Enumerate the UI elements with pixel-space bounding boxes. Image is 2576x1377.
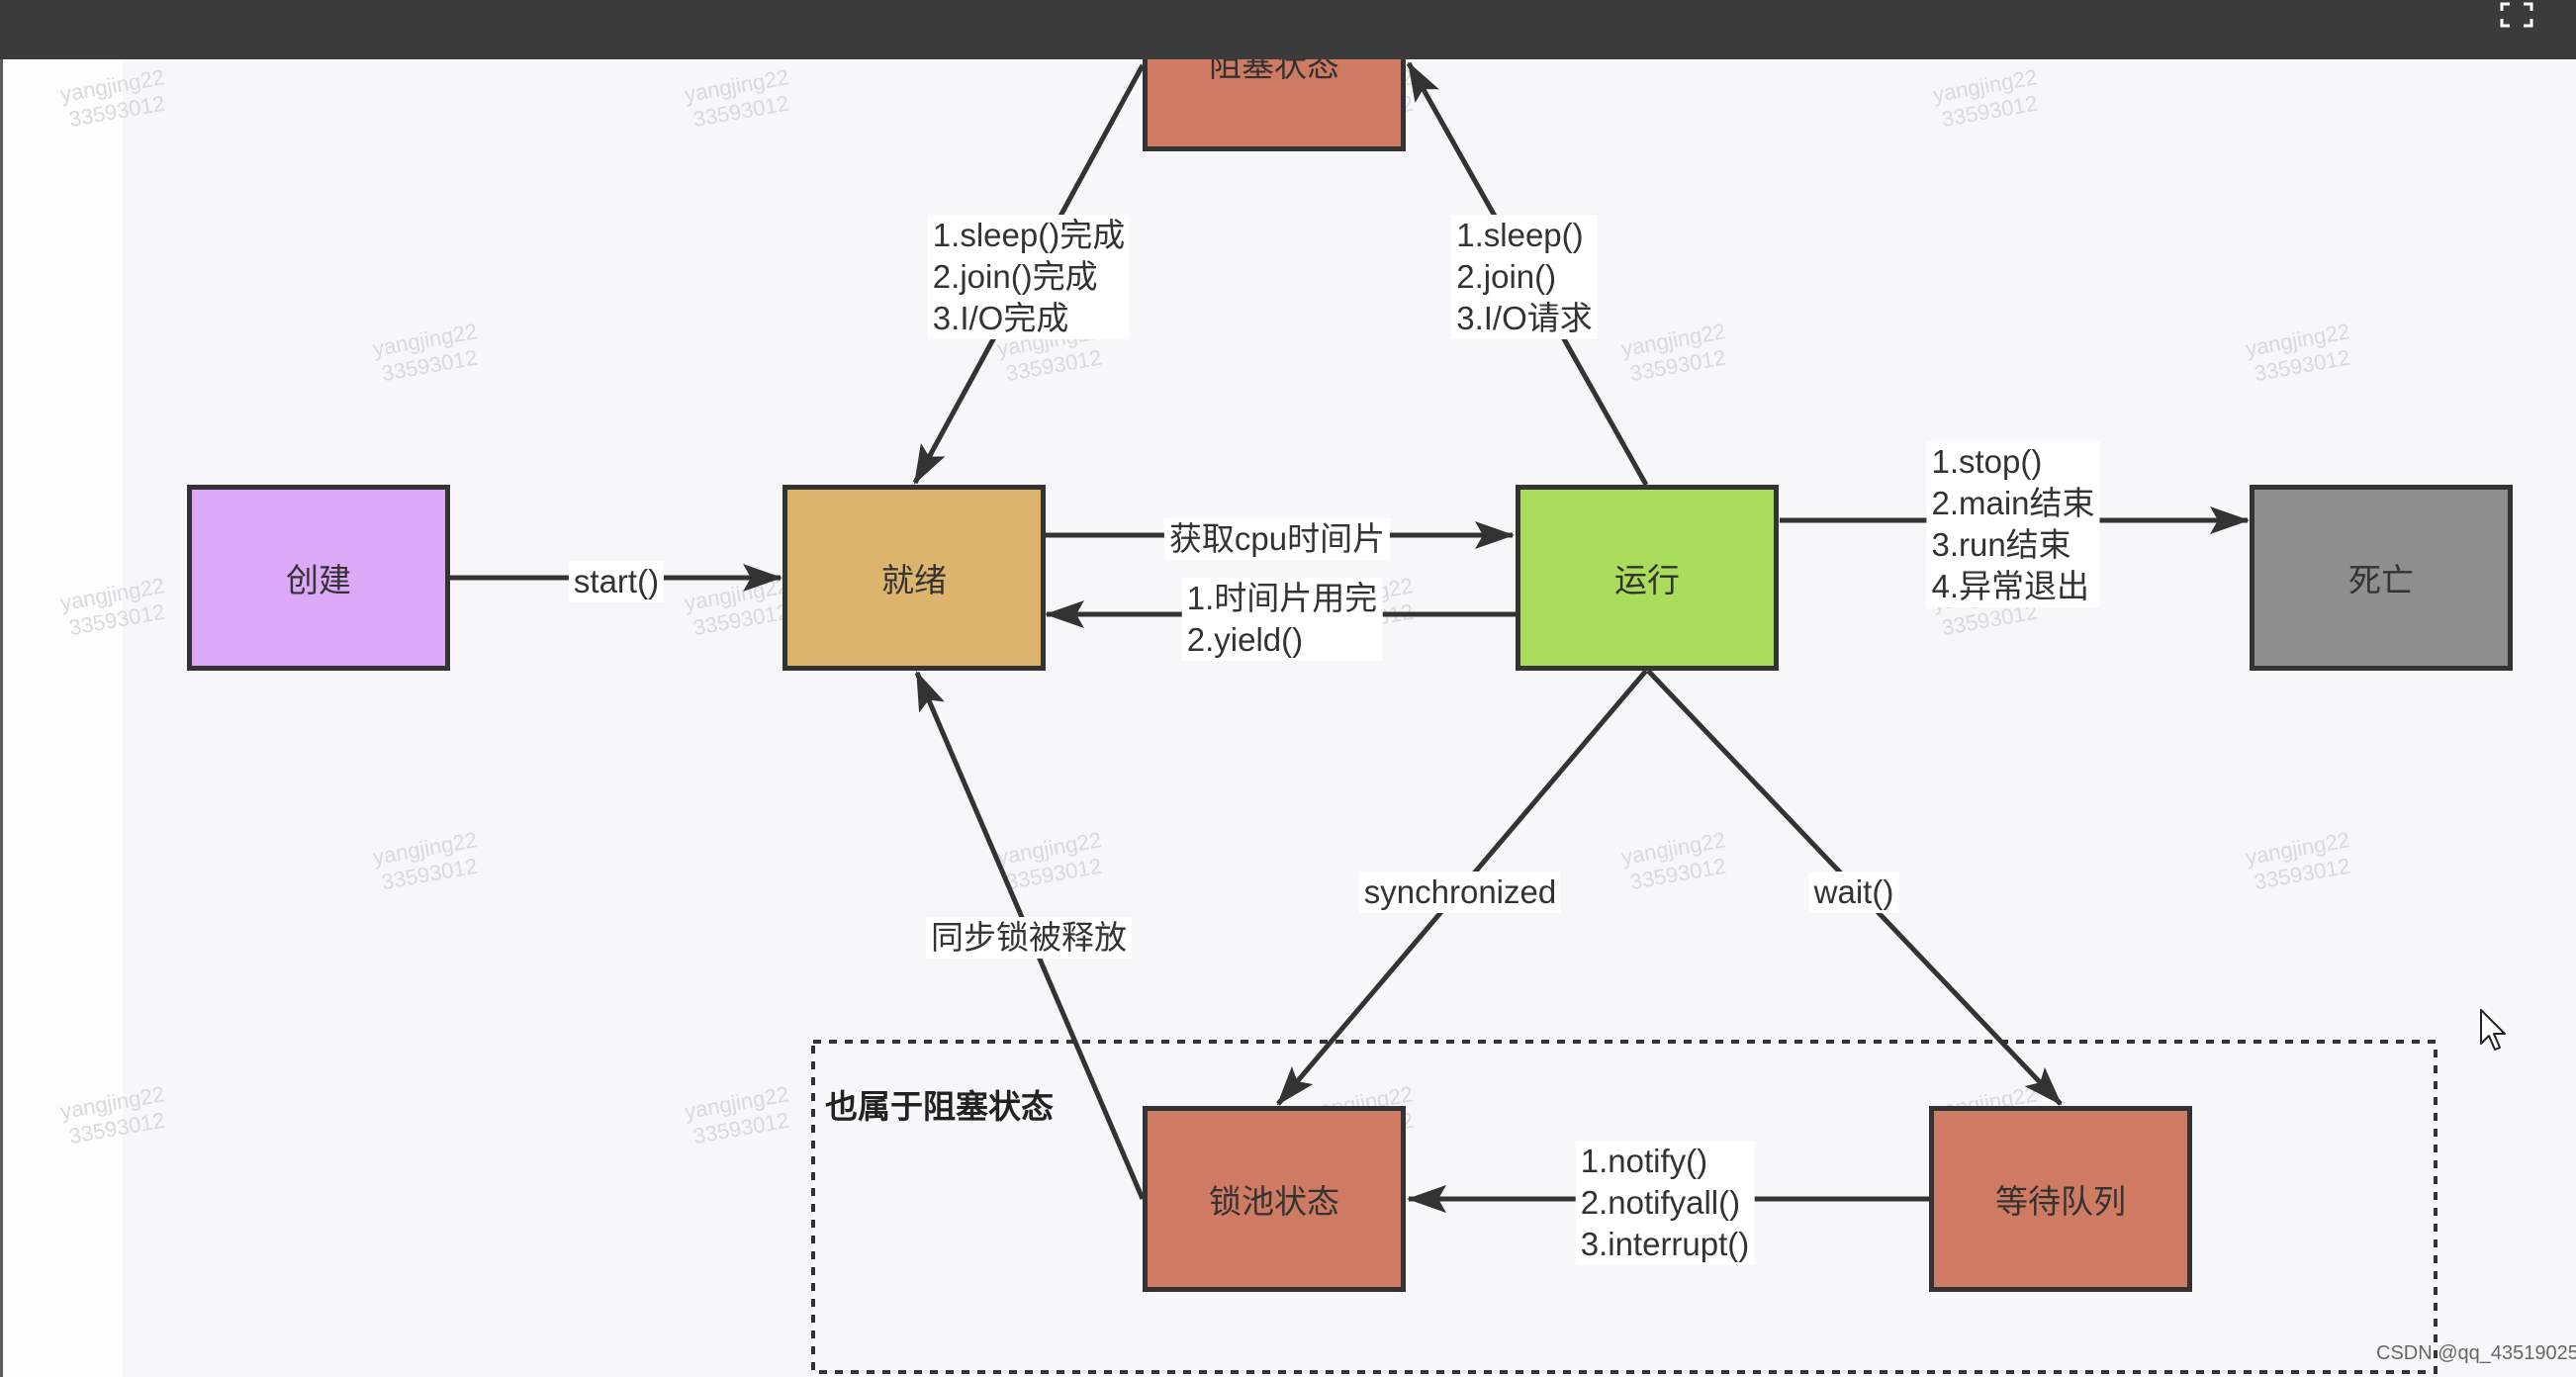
edge-label-line: 1.stop()	[1931, 443, 2043, 480]
left-panel	[0, 0, 123, 1377]
edge-label-blocked-to-ready: 1.sleep()完成 2.join()完成 3.I/O完成	[927, 215, 1131, 339]
edge-label-line: 2.yield()	[1186, 621, 1304, 658]
edge-label-running-to-blocked: 1.sleep() 2.join() 3.I/O请求	[1451, 215, 1598, 339]
edge-label-running-to-dead: 1.stop() 2.main结束 3.run结束 4.异常退出	[1926, 441, 2100, 607]
left-edge	[0, 0, 3, 1377]
csdn-credit: CSDN @qq_43519025	[2376, 1342, 2576, 1364]
edge-label-line: 3.I/O完成	[932, 300, 1069, 336]
state-node-created: 创建	[187, 485, 450, 671]
state-node-lock-pool: 锁池状态	[1143, 1106, 1406, 1292]
edge-label-ready-to-running: 获取cpu时间片	[1163, 518, 1391, 560]
edge-label-wait-queue-to-lock-pool: 1.notify() 2.notifyall() 3.interrupt()	[1575, 1141, 1755, 1265]
edge-label-line: 2.main结束	[1931, 485, 2095, 521]
edge-label-line: 3.interrupt()	[1580, 1226, 1750, 1262]
edge-label-line: 2.notifyall()	[1580, 1184, 1741, 1221]
fullscreen-icon[interactable]	[2500, 2, 2533, 28]
cursor-icon	[2479, 1008, 2507, 1052]
edge-label-start: start()	[568, 561, 665, 602]
edge-label-line: 3.I/O请求	[1456, 300, 1593, 336]
node-label: 就绪	[881, 562, 947, 598]
edge-label-line: 2.join()	[1456, 258, 1557, 295]
video-control-bar	[0, 0, 2576, 59]
edge-label-line: 获取cpu时间片	[1168, 520, 1386, 557]
node-label: 创建	[286, 562, 351, 598]
edge-label-line: 4.异常退出	[1931, 568, 2089, 604]
edge-label-lock-pool-to-ready: 同步锁被释放	[926, 917, 1132, 959]
edge-label-line: 1.时间片用完	[1186, 580, 1378, 616]
edge-label-running-to-ready: 1.时间片用完 2.yield()	[1181, 578, 1383, 661]
blocking-group-label: 也属于阻塞状态	[825, 1088, 1054, 1125]
edge-label-line: 同步锁被释放	[931, 919, 1127, 956]
state-node-running: 运行	[1516, 485, 1779, 671]
blocking-group-border	[811, 1040, 2438, 1374]
edge-label-line: wait()	[1813, 873, 1894, 910]
state-node-wait-queue: 等待队列	[1929, 1106, 2192, 1292]
edge-label-line: 3.run结束	[1931, 526, 2071, 563]
node-label: 死亡	[2348, 562, 2414, 598]
edge-label-running-to-wait-queue: wait()	[1808, 872, 1899, 913]
edge-label-line: 1.sleep()	[1456, 217, 1584, 253]
state-node-dead: 死亡	[2250, 485, 2513, 671]
edge-label-line: 1.notify()	[1580, 1143, 1708, 1179]
edge-label-line: start()	[573, 563, 660, 599]
node-label: 锁池状态	[1209, 1183, 1339, 1220]
edge-label-line: synchronized	[1363, 873, 1557, 910]
edge-label-line: 1.sleep()完成	[932, 217, 1126, 253]
edge-label-running-to-lock-pool: synchronized	[1358, 872, 1562, 913]
edge-label-line: 2.join()完成	[932, 258, 1098, 295]
node-label: 等待队列	[1995, 1183, 2126, 1220]
state-node-ready: 就绪	[782, 485, 1046, 671]
node-label: 运行	[1614, 562, 1680, 598]
